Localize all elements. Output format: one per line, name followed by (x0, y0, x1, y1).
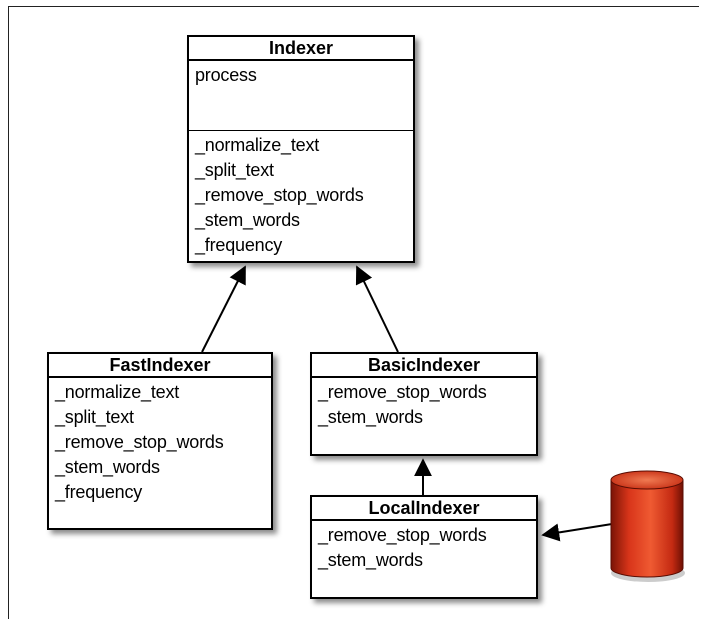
method: _remove_stop_words (318, 382, 487, 402)
method: _frequency (195, 235, 283, 255)
database-usage-arrow (541, 523, 613, 542)
database-cylinder-icon (610, 470, 685, 582)
method: _stem_words (318, 407, 423, 427)
class-indexer: Indexer process _normalize_text _split_t… (187, 35, 415, 263)
methods: _normalize_text _split_text _remove_stop… (49, 378, 271, 507)
method: _normalize_text (55, 382, 180, 402)
method: _stem_words (55, 457, 160, 477)
method: _stem_words (318, 550, 423, 570)
method: _split_text (195, 160, 274, 180)
method: _stem_words (195, 210, 300, 230)
inherit-arrow-fastindexer (201, 265, 246, 353)
public-methods: process (189, 61, 413, 131)
class-localindexer: LocalIndexer _remove_stop_words _stem_wo… (310, 495, 538, 599)
class-name: LocalIndexer (312, 497, 536, 521)
method: _split_text (55, 407, 134, 427)
method: _normalize_text (195, 135, 320, 155)
method: _remove_stop_words (318, 525, 487, 545)
private-methods: _normalize_text _split_text _remove_stop… (189, 131, 413, 260)
class-fastindexer: FastIndexer _normalize_text _split_text … (47, 352, 273, 530)
class-basicindexer: BasicIndexer _remove_stop_words _stem_wo… (310, 352, 538, 456)
method: _remove_stop_words (55, 432, 224, 452)
class-name: BasicIndexer (312, 354, 536, 378)
method: _frequency (55, 482, 143, 502)
class-name: FastIndexer (49, 354, 271, 378)
inherit-arrow-basicindexer (355, 265, 399, 353)
method: process (195, 65, 257, 85)
class-name: Indexer (189, 37, 413, 61)
methods: _remove_stop_words _stem_words (312, 378, 536, 432)
methods: _remove_stop_words _stem_words (312, 521, 536, 575)
method: _remove_stop_words (195, 185, 364, 205)
